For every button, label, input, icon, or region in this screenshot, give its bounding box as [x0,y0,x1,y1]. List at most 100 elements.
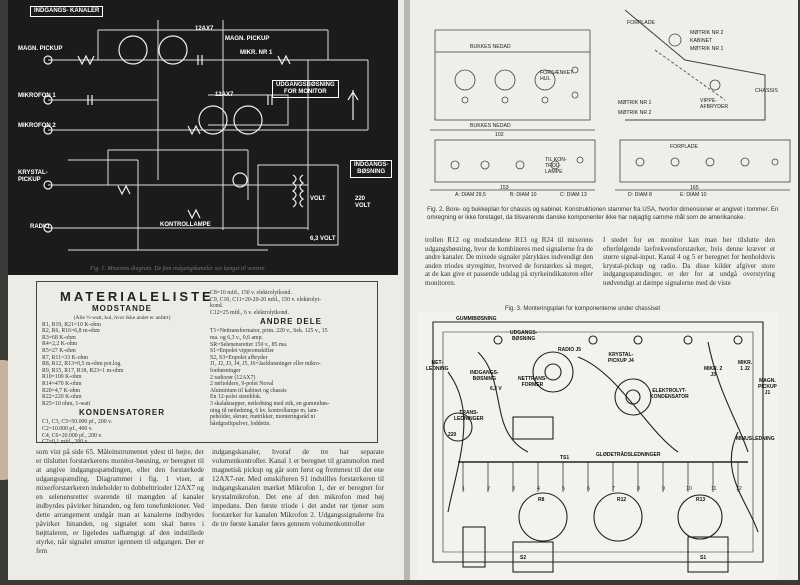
kondensatorer-heading: KONDENSATORER [78,408,166,418]
fig3-label-krystal: KRYSTAL- PICKUP J4 [608,352,634,364]
fig2-label-motrik-nr1-b: MØTRIK NR 1 [618,100,652,106]
schematic-wiring [43,20,369,251]
fig3-label-radio: RADIO J5 [558,347,582,353]
terminal-number: 12 [736,486,742,492]
label-magn-pickup-top: MAGN. PICKUP [225,36,270,42]
fig3-label-6-3v: 6,3 V [490,386,502,392]
fig2-label-bukkes-nedad-mid: BUKKES NEDAD [470,123,511,129]
fig3-label-transledninger: TRANS- LEDNINGER [454,410,484,422]
terminal-number: 11 [711,486,717,492]
fig3-drawing [432,321,764,573]
andre-dele-item: J1, J2, J3, J4, J5, J6=Jackbøsninger ell… [210,361,321,368]
label-tube-2: 12AX7 [215,92,234,98]
kondensator-item: C12=25 mfd., 6 v. elektrolytkond. [210,309,289,316]
label-6-3-volt: 6,3 VOLT [310,236,336,242]
label-indgangsbosning: INDGANGS- BØSNING [350,160,393,178]
fig3-label-nettransformer: NETTRANS- FORMER [518,376,547,388]
label-krystal-pickup: KRYSTAL- PICKUP [18,170,48,183]
fig1-caption: Fig. 1. Mixerens diagram. De fem indgang… [90,266,266,272]
fig2-label-diam-e: E: DIAM 10 [680,192,707,198]
fig3-label-r13: R13 [696,497,706,503]
terminal-number: 9 [662,486,665,492]
body-paragraph: indgangskanaler, hvoraf de tre har separ… [212,448,384,528]
fig3-label-elektrolyt: ELEKTROLYT- KONDENSATOR [650,388,689,400]
fig3-label-magn: MAGN. PICKUP J1 [758,378,777,396]
fig3-label-indgangsbosning: INDGANGS- BØSNING [470,370,499,382]
fig3-label-s1: S1 [700,555,707,561]
fig2-label-forsaenket-hul: FORSÆNKET HUL [540,70,574,82]
andre-dele-item: T1=Nettransformator, prim. 220 v., Sek. … [210,328,328,335]
terminal-number: 4 [537,486,540,492]
modstand-item: R5=27 K-ohm [42,347,76,354]
label-radio: RADIO [30,224,50,230]
modstand-item: R22=220 K-ohm [42,394,82,401]
label-mikr-nr1: MIKR. NR 1 [240,50,273,56]
kondensator-item: C9, C10, C11=20-20-20 mfd., 150 v. elekt… [210,296,322,303]
modstand-item: R4=2,2 K-ohm [42,341,78,348]
fig2-label-motrik-nr2-b: MØTRIK NR 2 [618,110,652,116]
andre-dele-item: En 12-polet stemblok. [210,394,262,401]
kondensator-item: C2=10.000 pf., 400 v. [42,425,93,432]
andre-dele-item: 3 skalaknapper, netledning med stik, en … [210,400,330,407]
fig2-label-til-kontrollampe: TIL KON- TROL- LAMPE [545,157,567,175]
modstand-item: R8, R12, R13=0,5 m-ohm pot.log. [42,361,122,368]
terminal-number: 6 [587,486,590,492]
label-magn-pickup: MAGN. PICKUP [18,46,63,52]
fig2-label-chassis: CHASSIS [755,88,778,94]
fig3-label-glodetrad: GLØDETRÅDSLEDNINGER [596,452,661,458]
label-tube-1: 12AX7 [195,26,214,32]
andre-dele-item: ma. og 6,3 v., 0,6 amp. [210,334,263,341]
fig2-label-forplade-bottom: FORPLADE [670,144,698,150]
label-220-volt: 220 VOLT [355,196,371,209]
materialeliste-col-2: C8=10 mfd., 150 v. elektrolytkond. C9, C… [210,290,372,427]
fig2-dim-102: 102 [495,132,504,138]
terminal-number: 8 [637,486,640,492]
andre-dele-item: S1=Enpolet vippeomskifter [210,348,274,355]
terminal-number: 5 [562,486,565,492]
modstand-item: R1, R19, R21=10 K-ohm [42,321,101,328]
fig3-label-ts1: TS1 [560,455,570,461]
andre-dele-item: peholder, skruer, møtrikker, monteringsr… [210,414,316,421]
fig2-label-motrik-nr1: MØTRIK NR 1 [690,46,724,52]
kondensator-item: C4, C6=20.000 pf., 200 v. [42,432,103,439]
fig3-label-r8: R8 [538,497,545,503]
andre-dele-item: S2, S3=Enpolet afbryder [210,354,268,361]
fig3-caption: Fig. 3. Monteringsplan for komponenterne… [505,306,661,312]
fig2-drilling-plan [430,9,791,191]
label-mikrofon-1: MIKROFON 1 [18,93,56,99]
fig3-label-r12: R12 [617,497,627,503]
modstand-item: R10=100 K-ohm [42,374,82,381]
label-kontrollampe: KONTROLLAMPE [160,222,211,228]
kondensator-item: C1, C3, C5=50.000 pf., 200 v. [42,419,113,426]
fig3-label-gummibosning: GUMMIBØSNING [456,316,497,322]
materialeliste-title: MATERIALELISTE [60,289,214,304]
modstande-heading: MODSTANDE [92,304,152,313]
body-column-2: indgangskanaler, hvoraf de tre har separ… [212,448,384,580]
body-paragraph: I stedet for en monitor kan man her tils… [603,236,775,287]
materialeliste-box [36,281,378,443]
fig3-label-mikr2: MIKR. 2 J3 [704,366,723,378]
andre-dele-heading: ANDRE DELE [259,317,322,327]
andre-dele-item: 2 rørholdere, 9-polet Noval [210,381,274,388]
label-udgangsbosning-monitor: UDGANGSBØSNING FOR MONITOR [272,80,339,98]
fig3-label-220: 220 [448,432,457,438]
label-indgangs-kanaler: INDGANGS- KANALER [30,6,104,17]
andre-dele-item: fonbøsninger [210,367,241,374]
right-body-column-1: trollen R12 og modstandene R13 og R24 ti… [425,236,593,304]
body-column-1: som vist på side 65. Måleinstrumentet yd… [36,448,204,580]
fig3-mounting-plan [418,312,778,580]
kondensator-item: kond. [210,303,224,310]
fig2-dim-165: 165 [690,185,699,191]
andre-dele-item: SR=Selenensretter 150 v., 85 ma. [210,341,288,348]
fig2-label-diam-a: A: DIAM 29,5 [455,192,486,198]
fig3-label-netledning: NET- LEDNING [426,360,449,372]
terminal-number: 2 [487,486,490,492]
fig3-label-minusledning: MINUSLEDNING [736,436,775,442]
modstand-item: R3=68 K-ohm [42,334,76,341]
fig2-label-forplade-top: FORPLADE [627,20,655,26]
fig3-label-s2: S2 [520,555,527,561]
fig2-label-vippeafbryder: VIPPE- AFBRYDER [700,98,729,110]
andre-dele-item: 2 radiorør (12AX7) [210,374,256,381]
terminal-number: 10 [686,486,692,492]
terminal-number: 7 [612,486,615,492]
